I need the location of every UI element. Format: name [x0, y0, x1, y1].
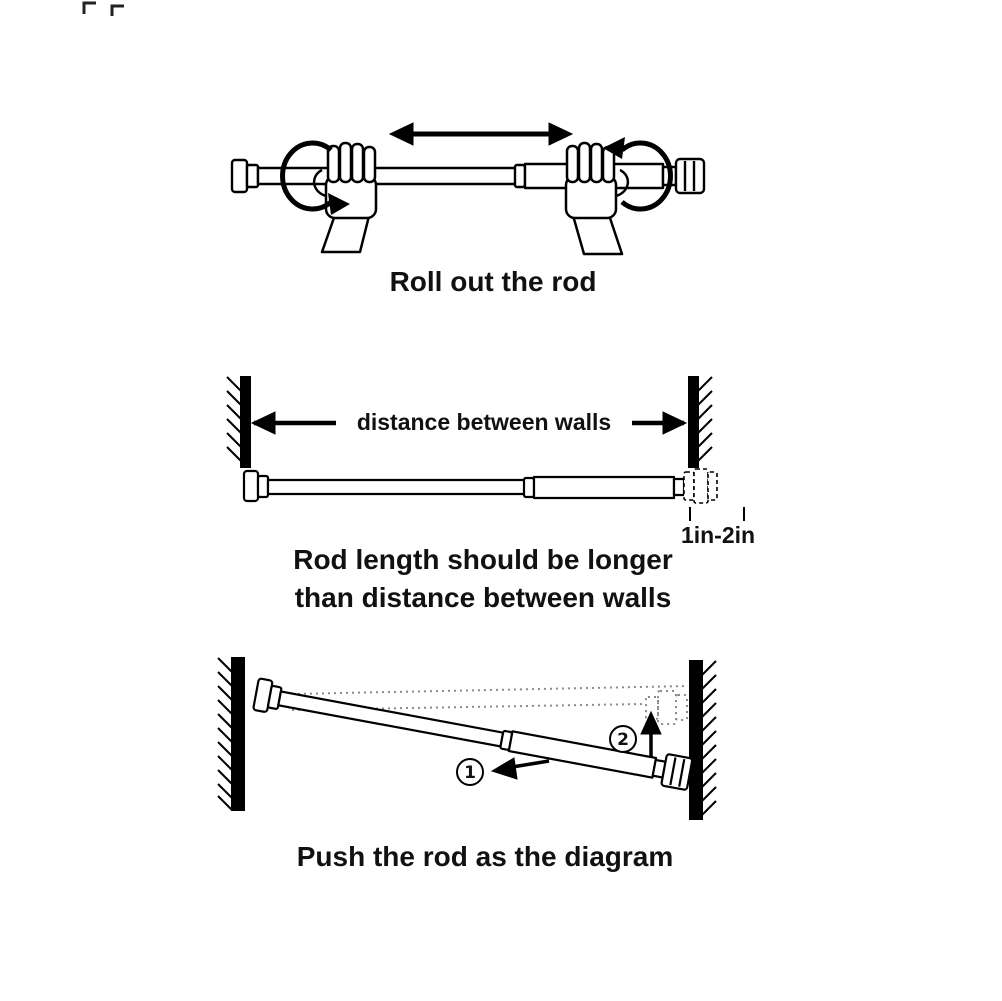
panel-length: distance between walls 1in-2in Rod lengt…: [226, 376, 755, 613]
step2-number: 2: [617, 730, 629, 750]
rod-tilted: [252, 677, 694, 791]
panel-push: 1 2 Push the rod as the diagram: [217, 657, 717, 872]
gap-label: 1in-2in: [681, 522, 755, 548]
rotate-left-icon: [280, 140, 350, 215]
rod: [230, 157, 706, 195]
roll-caption: Roll out the rod: [390, 266, 597, 297]
push-caption: Push the rod as the diagram: [297, 841, 674, 872]
step2-badge: 2: [609, 725, 637, 753]
crop-marks: [82, 1, 124, 16]
length-caption-line1: Rod length should be longer: [293, 544, 673, 575]
step2-arrow-icon: [640, 710, 662, 757]
step1-badge: 1: [456, 758, 484, 786]
rod-final-dotted: [291, 685, 689, 725]
distance-label-bg: [336, 406, 632, 437]
rotate-right-icon: [603, 137, 673, 212]
gap-measure: [689, 507, 745, 521]
distance-label: distance between walls: [357, 409, 611, 435]
right-wall: [689, 660, 717, 820]
rod-end-overlap: [683, 468, 718, 504]
slide-arrow-icon: [388, 122, 574, 146]
right-wall: [688, 376, 713, 468]
left-hand-icon: [313, 141, 378, 254]
left-wall: [217, 657, 245, 811]
right-hand-icon: [564, 141, 629, 256]
length-caption-line2: than distance between walls: [295, 582, 672, 613]
panel-roll: Roll out the rod: [230, 122, 706, 297]
step1-number: 1: [464, 763, 476, 783]
rod: [242, 469, 686, 503]
step1-arrow-icon: [490, 757, 550, 780]
left-wall: [226, 376, 251, 468]
